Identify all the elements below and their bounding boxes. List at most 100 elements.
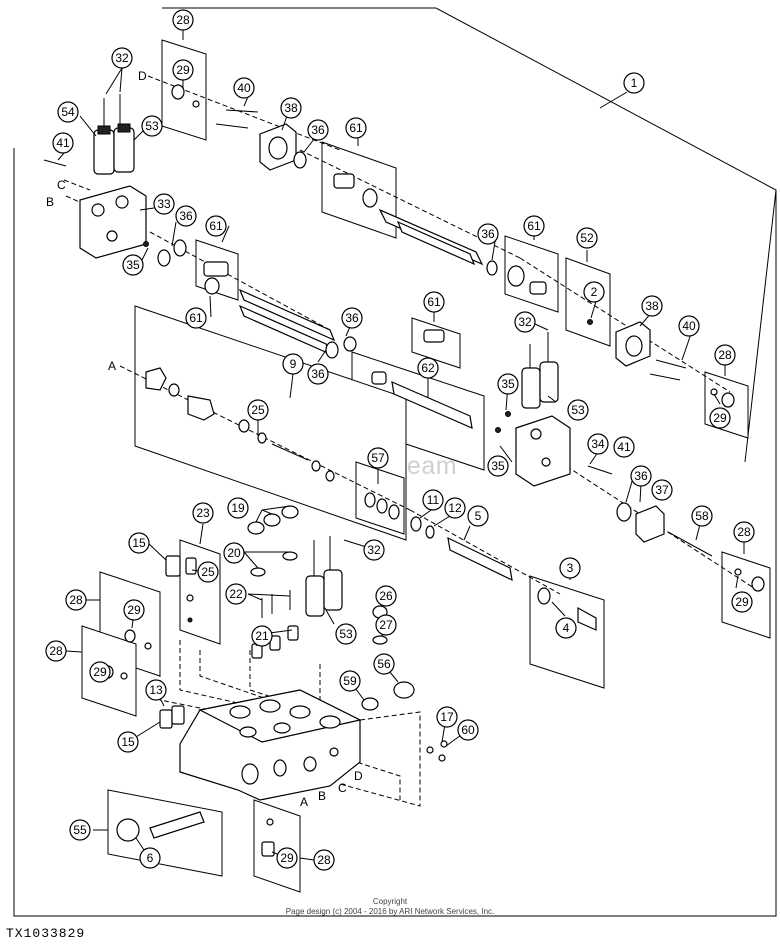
callout-34: 34 bbox=[587, 433, 609, 455]
callout-36-lower-right: 36 bbox=[630, 465, 652, 487]
svg-text:28: 28 bbox=[718, 348, 732, 362]
svg-text:34: 34 bbox=[591, 437, 605, 451]
callout-19: 19 bbox=[227, 497, 249, 519]
svg-text:28: 28 bbox=[49, 644, 63, 658]
svg-text:56: 56 bbox=[377, 657, 391, 671]
svg-text:61: 61 bbox=[427, 295, 441, 309]
svg-text:25: 25 bbox=[201, 565, 215, 579]
svg-text:32: 32 bbox=[115, 51, 129, 65]
svg-text:40: 40 bbox=[682, 319, 696, 333]
svg-text:29: 29 bbox=[93, 665, 107, 679]
svg-text:53: 53 bbox=[571, 403, 585, 417]
svg-text:41: 41 bbox=[617, 440, 631, 454]
svg-text:36: 36 bbox=[311, 367, 325, 381]
callout-36-mid-lower: 36 bbox=[307, 363, 329, 385]
callout-35-right: 35 bbox=[497, 373, 519, 395]
svg-text:2: 2 bbox=[591, 285, 598, 299]
svg-text:36: 36 bbox=[311, 123, 325, 137]
svg-text:62: 62 bbox=[421, 361, 435, 375]
svg-text:29: 29 bbox=[127, 603, 141, 617]
svg-text:11: 11 bbox=[427, 493, 440, 507]
svg-text:36: 36 bbox=[345, 311, 359, 325]
callout-61-small: 61 bbox=[423, 291, 445, 313]
callout-38-top: 38 bbox=[280, 97, 302, 119]
letter-c-upper: C bbox=[57, 178, 66, 192]
svg-text:53: 53 bbox=[145, 119, 159, 133]
copyright-line1: Copyright bbox=[372, 897, 408, 906]
callout-41-left: 41 bbox=[52, 132, 74, 154]
svg-text:60: 60 bbox=[461, 723, 475, 737]
svg-text:61: 61 bbox=[209, 219, 223, 233]
callout-60: 60 bbox=[457, 719, 479, 741]
callout-54: 54 bbox=[57, 101, 79, 123]
callout-52: 52 bbox=[576, 227, 598, 249]
callout-13: 13 bbox=[145, 679, 167, 701]
callout-25-lower: 25 bbox=[197, 561, 219, 583]
letter-b-lower: B bbox=[318, 789, 326, 803]
svg-text:17: 17 bbox=[440, 710, 454, 724]
svg-text:32: 32 bbox=[518, 315, 532, 329]
svg-text:35: 35 bbox=[126, 258, 140, 272]
svg-text:21: 21 bbox=[255, 629, 269, 643]
svg-text:40: 40 bbox=[237, 81, 251, 95]
callout-6: 6 bbox=[139, 847, 161, 869]
callout-29-top: 29 bbox=[172, 59, 194, 81]
callout-28-bottom: 28 bbox=[313, 849, 335, 871]
svg-text:37: 37 bbox=[655, 483, 669, 497]
svg-text:4: 4 bbox=[563, 621, 570, 635]
svg-text:36: 36 bbox=[634, 469, 648, 483]
assembly-outline bbox=[13, 7, 777, 917]
body-34 bbox=[515, 415, 571, 487]
callout-61-top: 61 bbox=[345, 117, 367, 139]
svg-text:36: 36 bbox=[179, 209, 193, 223]
callout-26: 26 bbox=[375, 585, 397, 607]
callouts: 1 2 3 4 5 6 9 11 12 13 15 15 17 19 20 21… bbox=[45, 9, 755, 871]
callout-28-left-upper: 28 bbox=[65, 589, 87, 611]
svg-text:33: 33 bbox=[157, 197, 171, 211]
callout-12: 12 bbox=[444, 497, 466, 519]
svg-text:53: 53 bbox=[339, 627, 353, 641]
letter-a-lower: A bbox=[300, 795, 308, 809]
body-33 bbox=[79, 185, 147, 259]
svg-text:28: 28 bbox=[176, 13, 190, 27]
callout-5: 5 bbox=[467, 505, 489, 527]
callout-29-right: 29 bbox=[709, 407, 731, 429]
svg-text:9: 9 bbox=[290, 357, 297, 371]
callout-3: 3 bbox=[559, 557, 581, 579]
callout-20: 20 bbox=[223, 542, 245, 564]
callout-25-upper: 25 bbox=[247, 399, 269, 421]
svg-text:28: 28 bbox=[317, 853, 331, 867]
callout-28-left-lower: 28 bbox=[45, 640, 67, 662]
letter-a-upper: A bbox=[108, 359, 116, 373]
svg-text:26: 26 bbox=[379, 589, 393, 603]
svg-text:41: 41 bbox=[56, 136, 70, 150]
callout-53-lower: 53 bbox=[335, 623, 357, 645]
svg-text:29: 29 bbox=[735, 595, 749, 609]
callout-35-left: 35 bbox=[122, 254, 144, 276]
svg-text:12: 12 bbox=[448, 501, 462, 515]
callout-29-far-right: 29 bbox=[731, 591, 753, 613]
panel-23 bbox=[179, 539, 221, 645]
callout-53-right: 53 bbox=[567, 399, 589, 421]
callout-2: 2 bbox=[583, 281, 605, 303]
svg-text:29: 29 bbox=[713, 411, 727, 425]
svg-text:3: 3 bbox=[567, 561, 574, 575]
letter-d-upper: D bbox=[138, 69, 147, 83]
callout-36-left: 36 bbox=[175, 205, 197, 227]
svg-text:19: 19 bbox=[231, 501, 245, 515]
copyright-line2: Page design (c) 2004 - 2016 by ARI Netwo… bbox=[285, 907, 495, 916]
svg-text:38: 38 bbox=[645, 299, 659, 313]
callout-41-right: 41 bbox=[613, 436, 635, 458]
callout-56: 56 bbox=[373, 653, 395, 675]
callout-61-mid: 61 bbox=[185, 307, 207, 329]
callout-11: 11 bbox=[422, 489, 444, 511]
callout-36-top: 36 bbox=[307, 119, 329, 141]
callout-36-right: 36 bbox=[477, 223, 499, 245]
callout-21: 21 bbox=[251, 625, 273, 647]
svg-text:28: 28 bbox=[69, 593, 83, 607]
svg-text:36: 36 bbox=[481, 227, 495, 241]
svg-text:6: 6 bbox=[147, 851, 154, 865]
callout-57: 57 bbox=[367, 447, 389, 469]
letter-b-upper: B bbox=[46, 195, 54, 209]
